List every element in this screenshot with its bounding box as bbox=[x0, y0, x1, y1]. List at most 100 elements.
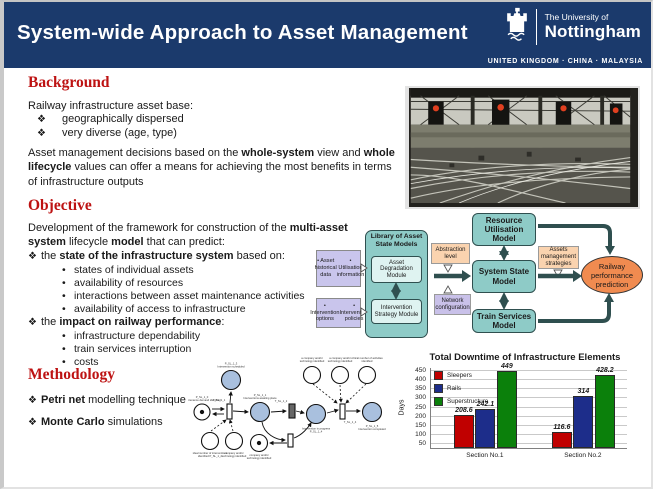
logo-line1: The University of bbox=[544, 11, 609, 22]
bullet-icon: ❖ bbox=[37, 128, 46, 139]
chart-title: Total Downtime of Infrastructure Element… bbox=[429, 352, 621, 363]
petri-label: T_SL_1_2 bbox=[275, 399, 288, 403]
objective-bullet-2: the impact on railway performance: bbox=[41, 316, 224, 328]
petri-label: P_SL_1_3 bbox=[225, 362, 238, 366]
bar-value-label: 242.1 bbox=[476, 401, 495, 408]
legend-swatch bbox=[434, 371, 443, 380]
inputs-historical-data-box: • Asset historical data • Utilisation in… bbox=[314, 250, 364, 287]
objective-sub-bullet: availability of resources bbox=[74, 277, 184, 289]
asset-degradation-module-box: Asset Degradation Module bbox=[371, 256, 422, 283]
petri-net-diagram: P_SL_1_0 Maintenance demand identified T… bbox=[188, 356, 386, 460]
petri-label: identified P_SL_1_2 bbox=[198, 454, 223, 458]
petri-label: Maintenance demand identified bbox=[188, 398, 221, 402]
bar-rails bbox=[475, 409, 496, 448]
input-item: • Asset historical data bbox=[314, 258, 337, 278]
text-segment: Monte Carlo bbox=[41, 416, 105, 428]
bullet-icon: • bbox=[62, 343, 66, 355]
petri-label: P_SL_1_5 bbox=[366, 424, 379, 428]
legend-label: Superstructure bbox=[447, 398, 489, 405]
petri-label: technology identified bbox=[222, 454, 247, 458]
legend-swatch bbox=[434, 397, 443, 406]
y-tick-label: 350 bbox=[415, 385, 426, 393]
gridline bbox=[431, 415, 627, 417]
input-item: • Utilisation information bbox=[336, 258, 365, 278]
framework-diagram: • Asset historical data • Utilisation in… bbox=[310, 210, 653, 342]
bullet-icon: ❖ bbox=[28, 251, 37, 262]
gridline bbox=[431, 388, 627, 390]
inputs-intervention-box: • Intervention options • Intervention po… bbox=[310, 298, 369, 328]
objective-heading: Objective bbox=[28, 197, 92, 214]
text-segment: impact on railway performance bbox=[59, 316, 222, 328]
y-tick-label: 250 bbox=[415, 403, 426, 411]
y-tick-label: 400 bbox=[415, 375, 426, 383]
input-item: • Intervention options bbox=[310, 302, 340, 323]
text-segment: view and bbox=[314, 147, 364, 159]
text-segment: multi-asset system bbox=[28, 222, 348, 249]
petri-label: P_SL_1_1 bbox=[254, 393, 267, 397]
bullet-icon: ❖ bbox=[28, 317, 37, 328]
system-state-model-box: System State Model bbox=[472, 260, 536, 293]
library-title: Library of Asset State Models bbox=[370, 233, 423, 248]
input-item: • Intervention policies bbox=[339, 302, 369, 323]
legend-item-superstructure: Superstructure bbox=[434, 397, 488, 406]
university-logo: The University of Nottingham bbox=[506, 7, 641, 46]
objective-bullet-1: the state of the infrastructure system b… bbox=[41, 250, 285, 262]
objective-sub-bullet: availability of access to infrastructure bbox=[74, 303, 246, 315]
petri-label: ideal number of interventions bbox=[193, 451, 228, 455]
castle-icon bbox=[506, 7, 528, 46]
gridline bbox=[431, 443, 627, 445]
x-category-label: Section No.2 bbox=[564, 452, 602, 459]
network-configuration-box: Network configuration bbox=[434, 294, 471, 315]
logo-text: The University of Nottingham bbox=[545, 13, 641, 41]
downtime-chart: Total Downtime of Infrastructure Element… bbox=[398, 352, 652, 472]
text-segment: state of the infrastructure system bbox=[59, 250, 234, 262]
bar-superstructure bbox=[594, 374, 615, 448]
y-tick-label: 300 bbox=[415, 394, 426, 402]
resource-utilisation-model-box: Resource Utilisation Model bbox=[472, 213, 536, 246]
petri-label: Intervention scheduled bbox=[217, 365, 245, 369]
text-segment: whole-system bbox=[241, 147, 315, 159]
legend-swatch bbox=[434, 384, 443, 393]
bar-value-label: 116.6 bbox=[553, 424, 571, 432]
text-segment: : bbox=[221, 316, 225, 328]
legend-label: Sleepers bbox=[447, 372, 472, 379]
text-segment: the bbox=[41, 250, 60, 262]
train-services-model-box: Train Services Model bbox=[472, 309, 536, 333]
x-category-label: Section No.1 bbox=[466, 452, 504, 459]
methodology-bullet-2: Monte Carlo simulations bbox=[41, 416, 163, 428]
bullet-icon: ❖ bbox=[28, 395, 37, 406]
bullet-icon: • bbox=[62, 356, 66, 368]
objective-sub-bullet: infrastructure dependability bbox=[74, 330, 201, 342]
text-segment: whole lifecycle bbox=[28, 147, 395, 174]
bar-superstructure bbox=[496, 370, 517, 448]
bar-value-label: 449 bbox=[501, 362, 513, 370]
text-segment: that can predict: bbox=[143, 236, 225, 249]
petri-label: company and/or bbox=[224, 451, 243, 455]
y-tick-label: 100 bbox=[415, 431, 426, 439]
header-bar: System-wide Approach to Asset Management… bbox=[4, 2, 651, 68]
gridline bbox=[431, 406, 627, 408]
petri-label: critical number of activities bbox=[351, 356, 383, 360]
y-tick-label: 50 bbox=[418, 440, 426, 448]
text-segment: Petri net bbox=[41, 394, 86, 406]
background-heading: Background bbox=[28, 74, 110, 91]
petri-label: technology identified bbox=[300, 359, 325, 363]
bar-rails bbox=[573, 395, 594, 448]
intervention-strategy-module-box: Intervention Strategy Module bbox=[371, 299, 422, 324]
gridline bbox=[431, 369, 627, 371]
gridline bbox=[431, 397, 627, 399]
objective-intro: Development of the framework for constru… bbox=[28, 221, 380, 250]
bar-value-label: 208.6 bbox=[455, 407, 473, 415]
petri-label: Intervention completed bbox=[358, 427, 386, 431]
petri-label: a company and/or bbox=[301, 356, 323, 360]
legend-label: Rails bbox=[447, 385, 461, 392]
background-bullet-1: geographically dispersed bbox=[62, 113, 184, 125]
methodology-heading: Methodology bbox=[28, 366, 115, 383]
bar-sleepers bbox=[551, 432, 572, 448]
logo-divider bbox=[535, 8, 537, 45]
objective-sub-bullet: costs bbox=[74, 356, 99, 368]
petri-label: a company and/or bbox=[329, 356, 351, 360]
railway-performance-prediction-ellipse: Railway performance prediction bbox=[581, 256, 643, 294]
